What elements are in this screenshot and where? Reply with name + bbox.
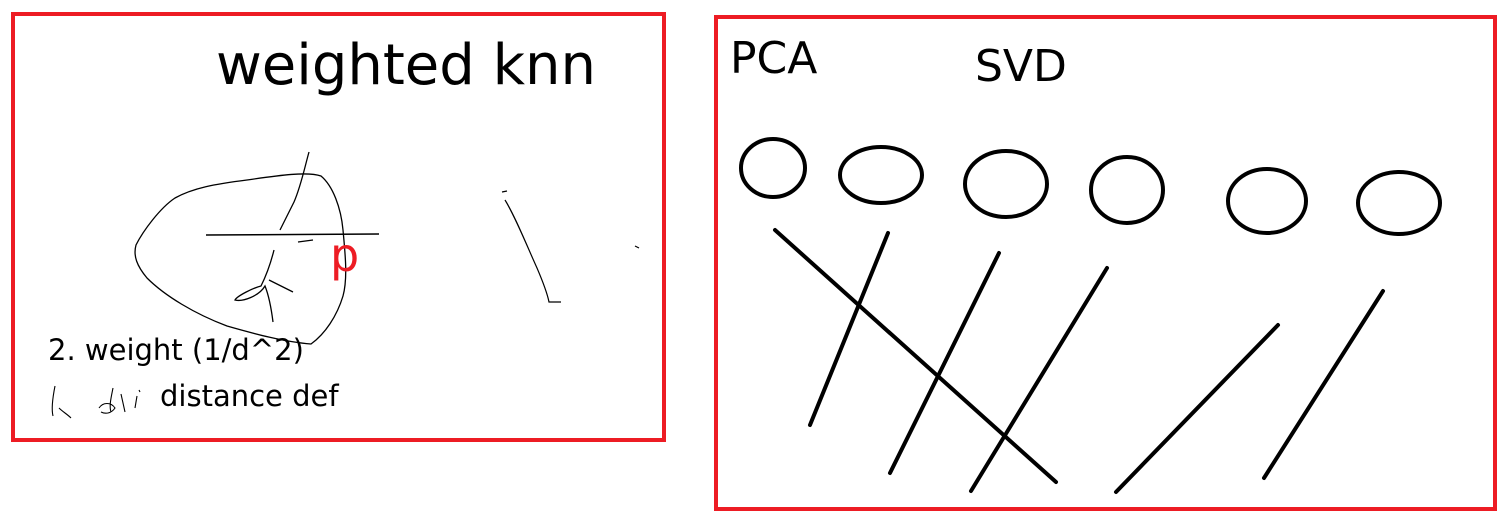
node-line-sketch [739, 137, 1442, 494]
connector-line-4 [969, 266, 1109, 493]
horizontal-line [205, 233, 380, 236]
pca-svd-panel: PCA SVD [714, 15, 1497, 511]
pca-label: PCA [730, 33, 818, 84]
connector-line-3 [888, 251, 1001, 475]
knn-sketch: p [51, 151, 640, 419]
stray-stroke-long [501, 190, 561, 303]
cluster-outline [134, 173, 347, 345]
node-circle-1 [739, 137, 807, 199]
node-circle-2 [838, 145, 924, 205]
tick-mark [297, 239, 314, 243]
handwritten-d [234, 249, 294, 323]
svd-label: SVD [975, 41, 1067, 92]
connector-line-2 [808, 231, 890, 427]
connector-line-5 [1114, 323, 1280, 494]
node-circle-6 [1356, 170, 1442, 236]
weighted-knn-panel: weighted knn p 2. weight (1/d^2) distanc… [11, 12, 666, 442]
weight-formula: 2. weight (1/d^2) [48, 333, 304, 367]
point-label: p [330, 228, 359, 282]
node-circle-4 [1089, 155, 1165, 225]
scribble-l [51, 385, 72, 419]
connector-line-1 [773, 228, 1058, 484]
distance-label: distance def [160, 379, 339, 413]
node-circle-3 [963, 149, 1049, 219]
connector-line-6 [1262, 289, 1385, 480]
panel-title: weighted knn [216, 33, 597, 98]
vertical-squiggle [279, 151, 310, 231]
stray-dot [634, 245, 640, 249]
scribble-comma [134, 389, 141, 409]
scribble-d [98, 387, 126, 414]
node-circle-5 [1226, 167, 1308, 235]
